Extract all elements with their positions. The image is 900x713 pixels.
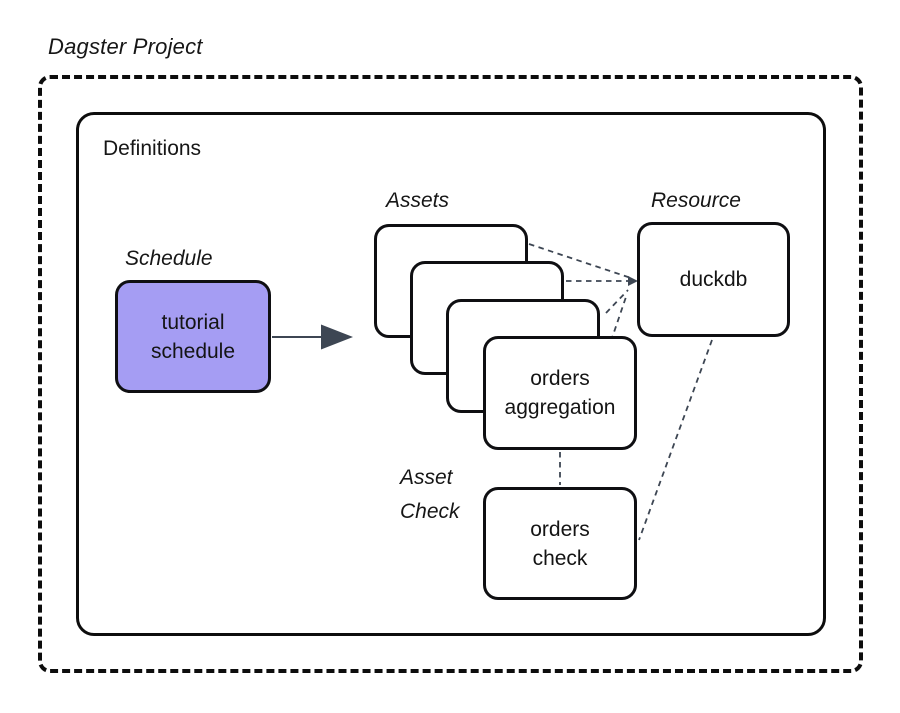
orders-aggregation-node: orders aggregation — [483, 336, 637, 450]
duckdb-node-label: duckdb — [679, 268, 748, 291]
asset-check-section-label: Asset Check — [400, 466, 460, 523]
diagram-title: Dagster Project — [48, 34, 203, 59]
definitions-container: Definitions — [76, 112, 826, 636]
duckdb-node: duckdb — [637, 222, 790, 337]
orders-aggregation-node-label: orders aggregation — [504, 367, 616, 419]
orders-check-node-label: orders check — [530, 517, 590, 570]
tutorial-schedule-node-label: tutorial schedule — [150, 310, 236, 363]
schedule-section-label: Schedule — [125, 247, 213, 270]
project-boundary-box — [38, 75, 863, 673]
orders-check-node: orders check — [483, 487, 637, 600]
definitions-label: Definitions — [103, 137, 202, 160]
resource-section-label: Resource — [651, 189, 741, 212]
tutorial-schedule-node: tutorial schedule — [115, 280, 271, 393]
assets-section-label: Assets — [386, 189, 450, 212]
